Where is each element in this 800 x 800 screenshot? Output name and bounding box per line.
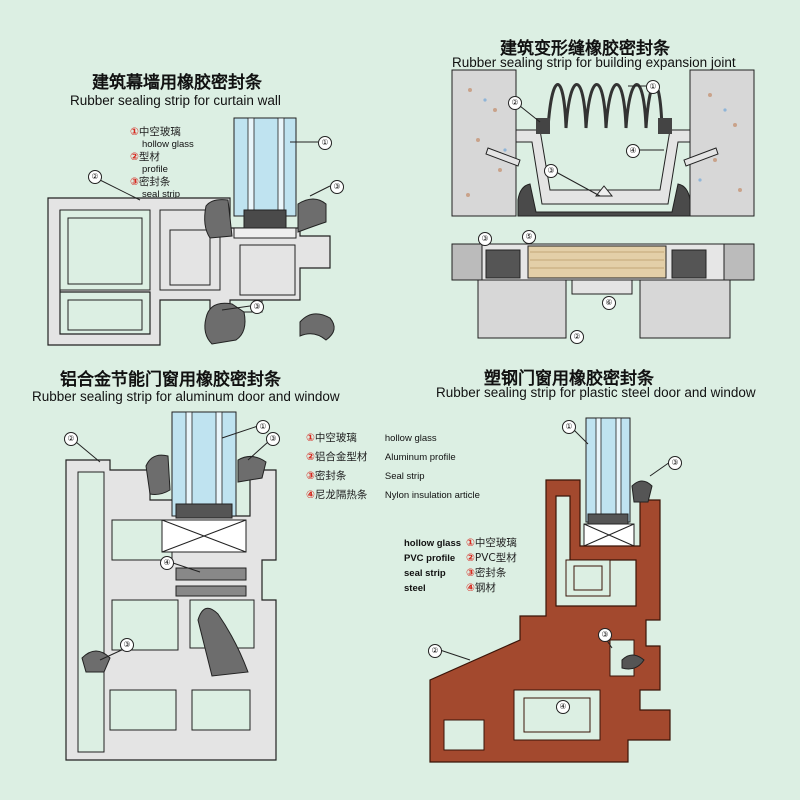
plastic-steel-callout-3b: ③ [598, 628, 612, 642]
aluminum-title-en: Rubber sealing strip for aluminum door a… [32, 389, 340, 404]
curtain-wall-title-cn: 建筑幕墙用橡胶密封条 [92, 73, 262, 93]
concrete-wall-right [689, 69, 755, 217]
plastic-steel-title-cn: 塑钢门窗用橡胶密封条 [484, 369, 654, 389]
expansion-joint-title-cn: 建筑变形缝橡胶密封条 [500, 39, 670, 59]
curtain-wall-seal-bottom [204, 302, 246, 345]
plastic-steel-callout-1: ① [562, 420, 576, 434]
expansion-joint-callout-6: ⑥ [602, 296, 616, 310]
plastic-steel-pvc-profile [429, 479, 671, 763]
curtain-wall-seal-end [299, 313, 335, 341]
plastic-steel-glass [585, 417, 631, 523]
expansion-joint-callout-3b: ③ [478, 232, 492, 246]
aluminum-seal-left [145, 454, 171, 495]
curtain-wall-callout-1: ① [318, 136, 332, 150]
aluminum-seal-right [237, 456, 267, 483]
concrete-wall-left [451, 69, 517, 217]
aluminum-callout-1: ① [256, 420, 270, 434]
plastic-steel-callout-3: ③ [668, 456, 682, 470]
expansion-joint-callout-5: ⑤ [522, 230, 536, 244]
aluminum-seal-wing [197, 607, 249, 677]
curtain-wall-seal-right [297, 198, 327, 233]
curtain-wall-callout-3b: ③ [250, 300, 264, 314]
expansion-joint-callout-3: ③ [544, 164, 558, 178]
expansion-joint-bottom-seal [517, 183, 691, 217]
plastic-steel-callout-2: ② [428, 644, 442, 658]
curtain-wall-glass [233, 117, 297, 217]
curtain-wall-callout-3: ③ [330, 180, 344, 194]
aluminum-seal-bottom [81, 650, 111, 673]
plastic-steel-seal-bottom [621, 654, 645, 670]
aluminum-callout-4: ④ [160, 556, 174, 570]
aluminum-callout-3b: ③ [120, 638, 134, 652]
plastic-steel-title-en: Rubber sealing strip for plastic steel d… [436, 385, 756, 400]
expansion-joint-cover-plate [527, 245, 667, 279]
aluminum-nylon-strip [175, 567, 247, 581]
aluminum-title-cn: 铝合金节能门窗用橡胶密封条 [60, 370, 281, 390]
aluminum-callout-3: ③ [266, 432, 280, 446]
curtain-wall-callout-2: ② [88, 170, 102, 184]
expansion-joint-title-en: Rubber sealing strip for building expans… [452, 55, 736, 70]
expansion-joint-spring-seal [546, 83, 664, 129]
curtain-wall-seal-left [204, 199, 233, 239]
expansion-joint-callout-1: ① [646, 80, 660, 94]
expansion-joint-callout-4: ④ [626, 144, 640, 158]
expansion-joint-callout-2b: ② [570, 330, 584, 344]
expansion-joint-profile [515, 129, 691, 205]
curtain-wall-title-en: Rubber sealing strip for curtain wall [70, 93, 281, 108]
expansion-joint-callout-2: ② [508, 96, 522, 110]
plastic-steel-seal-top [631, 480, 653, 503]
aluminum-callout-2: ② [64, 432, 78, 446]
plastic-steel-callout-4: ④ [556, 700, 570, 714]
